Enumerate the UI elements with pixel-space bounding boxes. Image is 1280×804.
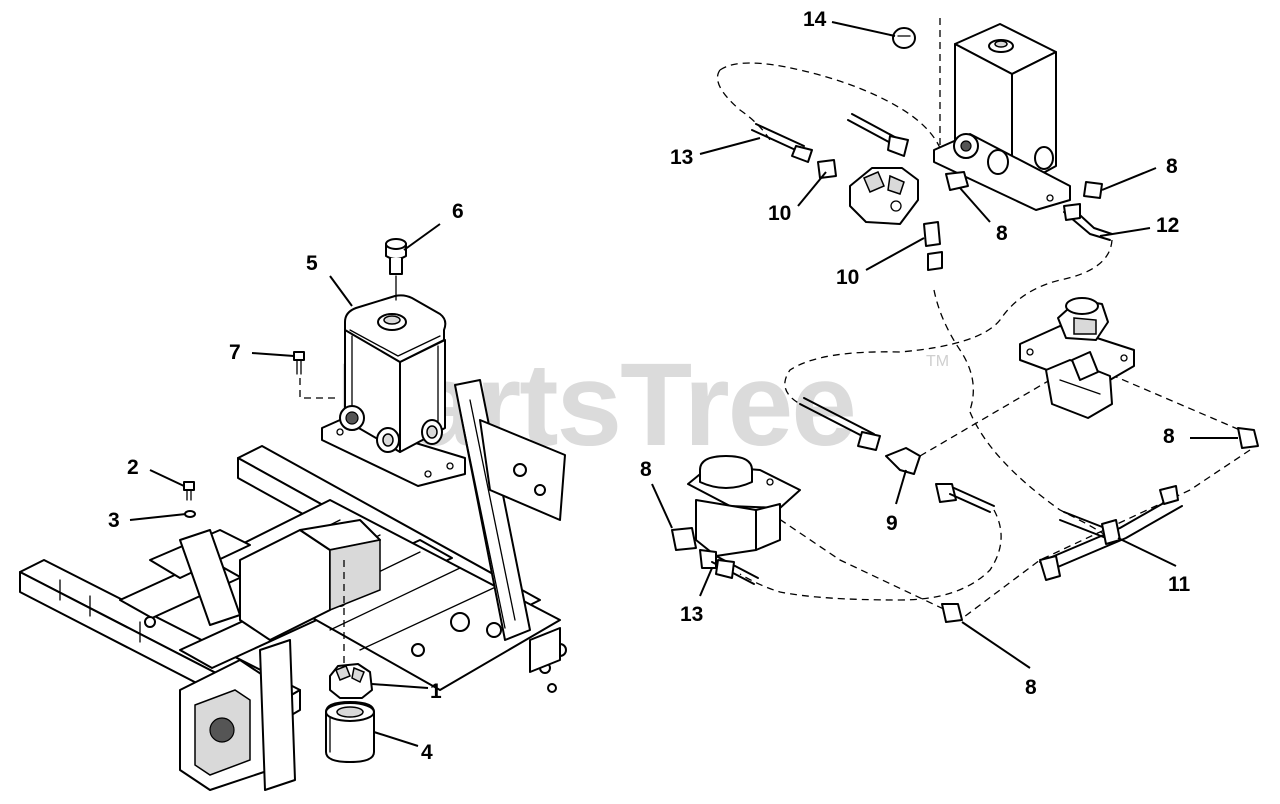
tractor-frame [19,379,567,791]
callout-5: 5 [306,252,318,275]
callout-7: 7 [229,341,241,364]
upper-filter-head [849,167,919,225]
callout-14: 14 [803,8,827,31]
callout-11: 11 [1168,573,1191,596]
callout-13: 13 [680,603,703,626]
callout-1: 1 [430,680,442,703]
callout-8: 8 [996,222,1008,245]
hydraulic-reservoir [183,238,466,518]
callout-8: 8 [1025,676,1037,699]
callout-4: 4 [421,741,433,764]
hydraulic-pump [1019,297,1135,419]
filter-assembly [325,560,375,763]
callout-8: 8 [640,458,652,481]
callout-12: 12 [1156,214,1179,237]
callout-10: 10 [836,266,859,289]
control-valve [671,455,801,585]
callout-6: 6 [452,200,464,223]
callout-2: 2 [127,456,139,479]
callout-8: 8 [1163,425,1175,448]
callout-13: 13 [670,146,693,169]
hoses [716,62,1259,623]
callout-9: 9 [886,512,898,535]
upper-reservoir [892,18,1071,211]
callouts: 14 13 8 10 8 12 6 5 10 7 8 2 8 3 9 11 13… [108,8,1238,764]
callout-10: 10 [768,202,791,225]
callout-3: 3 [108,509,120,532]
callout-8: 8 [1166,155,1178,178]
watermark-trademark: TM [926,353,949,370]
